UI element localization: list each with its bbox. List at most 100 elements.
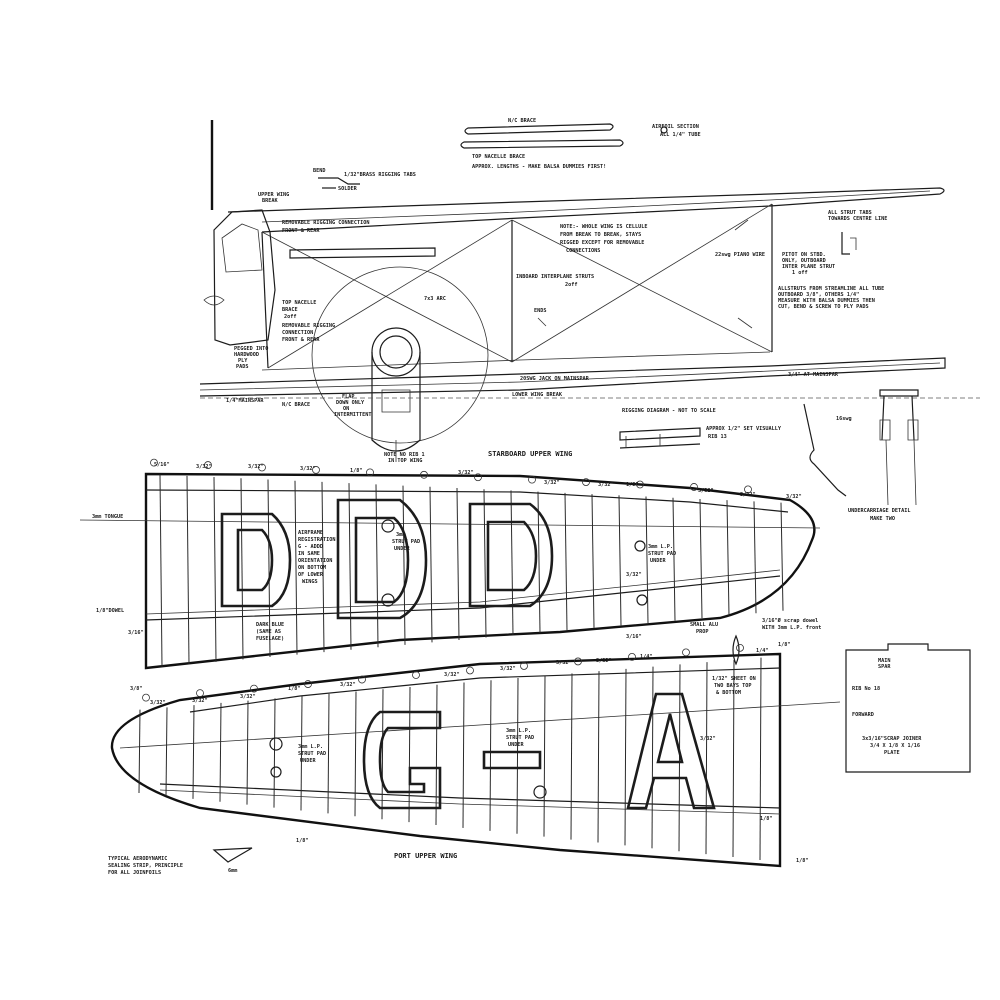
wing-rib	[645, 496, 649, 623]
rib-number-marker	[250, 684, 258, 693]
wing-rib	[564, 492, 568, 631]
size-label: 3/32"	[598, 482, 614, 488]
label-pegged-1: PEGGED INTO	[234, 346, 268, 352]
label-dark-blue-2: (SAME AS	[256, 629, 281, 635]
nacelle-panel	[381, 389, 411, 413]
label-solder: SOLDER	[338, 186, 358, 192]
wing-rib	[753, 501, 757, 614]
top-nacelle-brace-part	[460, 139, 624, 149]
size-label: 3/16"	[626, 634, 642, 640]
wing-rib	[570, 673, 573, 840]
registration-letter-d2	[336, 498, 428, 620]
rigging-wire	[267, 219, 513, 369]
wing-rib	[408, 687, 411, 823]
rib-number-marker	[258, 463, 266, 472]
undercarriage-legs	[881, 395, 915, 441]
label-small-alu-1: SMALL ALU	[690, 622, 718, 628]
rigging-upper-wing	[619, 427, 701, 441]
label-lower-wing-break: LOWER WING BREAK	[512, 392, 563, 398]
starboard-upper-wing: STARBOARD UPPER WING 3mm TONGUE 1/8"DOWE…	[79, 450, 821, 670]
port-ribs	[138, 657, 762, 860]
starboard-main-spar-2	[145, 569, 781, 615]
label-typical-3: FOR ALL JOINFOILS	[108, 870, 161, 876]
label-approx-1: APPROX 1/2" SET VISUALLY	[706, 426, 782, 432]
label-break: BREAK	[262, 198, 278, 204]
label-scrap-dowel-2: WITH 3mm L.P. front	[762, 625, 821, 631]
port-rib-numbers	[142, 643, 744, 702]
wing-rib	[192, 705, 195, 799]
registration-letter-g	[362, 710, 442, 810]
label-typical-1: TYPICAL AERODYNAMIC	[108, 856, 167, 862]
size-label: 1/8"	[760, 816, 773, 822]
wing-rib	[780, 502, 784, 611]
size-label: 3/32"	[740, 492, 756, 498]
label-pegged-2: HARDWOOD	[234, 352, 259, 358]
strut-pad	[270, 766, 282, 778]
label-front-rear-1: FRONT & REAR	[282, 228, 320, 234]
wing-rib	[726, 500, 730, 616]
label-sheet-3: & BOTTOM	[716, 690, 741, 696]
label-towards-centre: TOWARDS CENTRE LINE	[828, 216, 887, 222]
label-pitot-4: 1 off	[792, 270, 808, 276]
wing-rib	[246, 700, 249, 805]
rib-number-marker	[204, 461, 212, 469]
engine-outer-ring	[371, 327, 421, 377]
wing-rib	[348, 483, 352, 650]
undercarriage-axle	[913, 439, 917, 506]
strut-pad	[269, 737, 283, 751]
label-strut-pad-3b: STRUT PAD	[298, 751, 326, 757]
size-label: 1/8"	[350, 468, 363, 474]
engine-nacelle	[371, 352, 421, 452]
size-label: 3/32"	[248, 464, 264, 470]
label-dark-blue-1: DARK BLUE	[256, 622, 284, 628]
rigging-diagram: RIGGING DIAGRAM - NOT TO SCALE APPROX 1/…	[619, 408, 782, 449]
label-ends: ENDS	[534, 308, 547, 314]
label-approx-2: RIB 13	[708, 434, 727, 440]
strut-pad	[533, 785, 547, 799]
upper-wing-spar	[261, 190, 931, 223]
size-label: 3/32"	[596, 658, 612, 664]
rib-number-marker	[312, 466, 320, 474]
label-note-1: NOTE:- WHOLE WING IS CELLULE	[560, 224, 647, 230]
label-all-tube: ALL 1/4" TUBE	[660, 132, 701, 138]
wing-rib	[462, 682, 465, 828]
label-all-strut-tabs: ALL STRUT TABS	[828, 210, 872, 216]
size-label: 1/4"	[640, 654, 653, 660]
port-main-spar	[159, 783, 781, 809]
strut-pad	[636, 594, 648, 606]
registration-letter-a	[626, 692, 716, 810]
label-top-nacelle-2: BRACE	[282, 307, 298, 313]
label-nc-brace: N/C BRACE	[508, 118, 536, 124]
size-label: 3/32"	[700, 736, 716, 742]
label-rib-no: RIB No 18	[852, 686, 880, 692]
nacelle-outline	[213, 209, 276, 346]
label-bend: BEND	[313, 168, 326, 174]
label-top-nacelle-brace: TOP NACELLE BRACE	[472, 154, 525, 160]
size-label: 3/32"	[556, 660, 572, 666]
size-label: 1/8"	[796, 858, 809, 864]
label-main-spar-2: SPAR	[878, 664, 891, 670]
size-label: 3/32"	[786, 494, 802, 500]
label-mainspar-left: 1/4"MAINSPAR	[226, 398, 264, 404]
wire-end-clip	[537, 317, 547, 327]
label-rigging-diagram: RIGGING DIAGRAM - NOT TO SCALE	[622, 408, 716, 414]
label-main-spar-1: MAIN	[878, 658, 891, 664]
lower-wing-inner-line	[261, 351, 771, 371]
label-brass-tabs: 1/32"BRASS RIGGING TABS	[344, 172, 416, 178]
registration-letter-d1	[220, 512, 292, 608]
undercarriage-axle	[885, 439, 889, 506]
strut-tab-detail	[850, 237, 857, 250]
lower-wing-spar	[199, 362, 941, 391]
wing-rib	[402, 485, 406, 645]
label-pegged-4: PADS	[236, 364, 249, 370]
size-label: 3/32"	[698, 488, 714, 494]
label-typical-2: SEALING STRIP, PRINCIPLE	[108, 863, 183, 869]
size-label: 1/8"	[296, 838, 309, 844]
nc-brace-part	[464, 123, 614, 135]
wing-rib	[375, 484, 379, 648]
wing-rib	[186, 475, 190, 665]
label-fmm: 6mm	[228, 868, 237, 874]
rib-number-marker	[528, 475, 536, 484]
label-pegged-3: PLY	[238, 358, 248, 364]
